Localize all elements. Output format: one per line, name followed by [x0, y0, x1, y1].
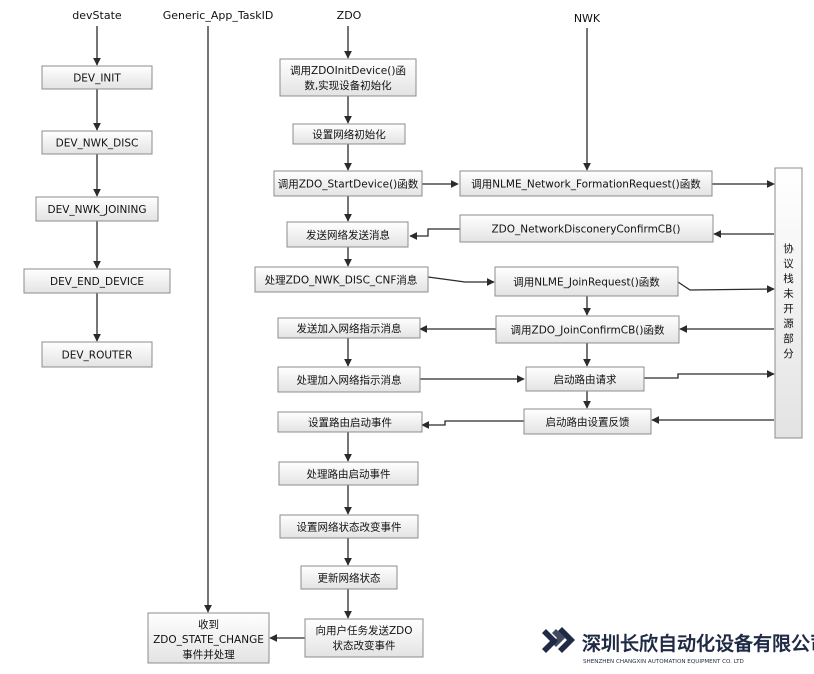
box-update-state: 更新网络状态 — [300, 565, 398, 590]
edge-joinrequest-stack — [677, 281, 775, 293]
nwk-header: NWK — [574, 12, 601, 25]
join-confirm-label: 调用ZDO_JoinConfirmCB()函数 — [511, 324, 665, 337]
box-process-join-msg: 处理加入网络指示消息 — [277, 366, 421, 393]
box-join-request: 调用NLME_JoinRequest()函数 — [494, 266, 679, 297]
company-logo: 深圳长欣自动化设备有限公司 SHENZHEN CHANGXIN AUTOMATI… — [542, 627, 814, 665]
taskid-header: Generic_App_TaskID — [163, 9, 274, 22]
box-dev-end-device: DEV_END_DEVICE — [23, 268, 171, 294]
company-logo-icon — [542, 627, 575, 653]
formation-request-label: 调用NLME_Network_FormationRequest()函数 — [471, 178, 701, 191]
box-set-nwk-init: 设置网络初始化 — [292, 123, 406, 145]
stack-char-2: 议 — [783, 258, 794, 270]
set-state-change-label: 设置网络状态改变事件 — [297, 521, 402, 534]
call-start-device-label: 调用ZDO_StartDevice()函数 — [278, 178, 419, 191]
zdo-init-device-line1: 调用ZDOInitDevice()函 — [290, 65, 406, 77]
box-dev-nwk-joining: DEV_NWK_JOINING — [35, 196, 159, 222]
box-start-route-request: 启动路由请求 — [525, 366, 645, 392]
edge-routerequest-stack — [644, 370, 775, 379]
update-state-label: 更新网络状态 — [318, 572, 381, 585]
stack-char-3: 栈 — [783, 272, 794, 285]
send-to-user-line1: 向用户任务发送ZDO — [315, 624, 412, 637]
join-request-label: 调用NLME_JoinRequest()函数 — [513, 276, 660, 289]
zdo-init-device-line2: 数,实现设备初始化 — [304, 79, 392, 92]
box-route-feedback: 启动路由设置反馈 — [523, 408, 652, 435]
send-join-msg-label: 发送加入网络指示消息 — [297, 322, 402, 335]
receive-line2: ZDO_STATE_CHANGE — [153, 634, 264, 646]
dev-end-device-label: DEV_END_DEVICE — [50, 276, 144, 288]
edge-disccnf-joinrequest — [427, 276, 495, 286]
dev-router-label: DEV_ROUTER — [62, 350, 133, 362]
process-join-msg-label: 处理加入网络指示消息 — [297, 374, 402, 387]
edge-discovery-sendmsg — [409, 228, 460, 240]
box-call-start-device: 调用ZDO_StartDevice()函数 — [273, 170, 423, 197]
receive-line1: 收到 — [198, 618, 219, 631]
box-join-confirm: 调用ZDO_JoinConfirmCB()函数 — [495, 315, 680, 344]
box-send-join-msg: 发送加入网络指示消息 — [277, 317, 421, 339]
box-protocol-stack: 协 议 栈 未 开 源 部 分 — [774, 167, 803, 439]
box-send-nwk-msg: 发送网络发送消息 — [286, 221, 409, 248]
box-dev-init: DEV_INIT — [41, 65, 153, 90]
process-disc-cnf-label: 处理ZDO_NWK_DISC_CNF消息 — [265, 274, 418, 287]
set-route-event-label: 设置路由启动事件 — [308, 416, 392, 429]
box-receive-state-change: 收到 ZDO_STATE_CHANGE 事件并处理 — [147, 612, 270, 664]
company-name-en: SHENZHEN CHANGXIN AUTOMATION EQUIPMENT C… — [583, 659, 744, 665]
company-name-cn: 深圳长欣自动化设备有限公司 — [582, 632, 814, 655]
box-process-route-event: 处理路由启动事件 — [278, 461, 419, 486]
discovery-confirm-label: ZDO_NetworkDisconeryConfirmCB() — [491, 224, 680, 236]
stack-char-5: 开 — [783, 303, 794, 315]
stack-char-7: 部 — [783, 332, 794, 345]
box-discovery-confirm: ZDO_NetworkDisconeryConfirmCB() — [459, 214, 714, 243]
stack-char-8: 分 — [783, 348, 794, 360]
box-zdo-init-device: 调用ZDOInitDevice()函 数,实现设备初始化 — [279, 58, 417, 97]
process-route-event-label: 处理路由启动事件 — [307, 468, 391, 481]
stack-char-1: 协 — [783, 242, 794, 255]
box-dev-nwk-disc: DEV_NWK_DISC — [41, 130, 153, 155]
set-nwk-init-label: 设置网络初始化 — [312, 128, 386, 141]
devstate-header: devState — [72, 9, 122, 22]
send-to-user-line2: 状态改变事件 — [333, 639, 396, 652]
dev-nwk-disc-label: DEV_NWK_DISC — [56, 138, 139, 150]
route-feedback-label: 启动路由设置反馈 — [546, 416, 630, 429]
start-route-request-label: 启动路由请求 — [554, 373, 617, 386]
box-send-to-user: 向用户任务发送ZDO 状态改变事件 — [304, 618, 424, 658]
box-dev-router: DEV_ROUTER — [41, 341, 153, 368]
stack-char-6: 源 — [783, 317, 794, 330]
zdo-header: ZDO — [337, 9, 362, 22]
stack-char-4: 未 — [783, 288, 794, 300]
send-nwk-msg-label: 发送网络发送消息 — [306, 229, 390, 242]
box-formation-request: 调用NLME_Network_FormationRequest()函数 — [459, 170, 713, 197]
edge-feedback-setroute — [421, 420, 524, 429]
box-set-state-change: 设置网络状态改变事件 — [279, 514, 419, 539]
receive-line3: 事件并处理 — [182, 648, 235, 661]
box-process-disc-cnf: 处理ZDO_NWK_DISC_CNF消息 — [254, 266, 429, 293]
dev-init-label: DEV_INIT — [73, 73, 121, 85]
dev-nwk-joining-label: DEV_NWK_JOINING — [48, 204, 147, 216]
box-set-route-event: 设置路由启动事件 — [277, 411, 423, 433]
